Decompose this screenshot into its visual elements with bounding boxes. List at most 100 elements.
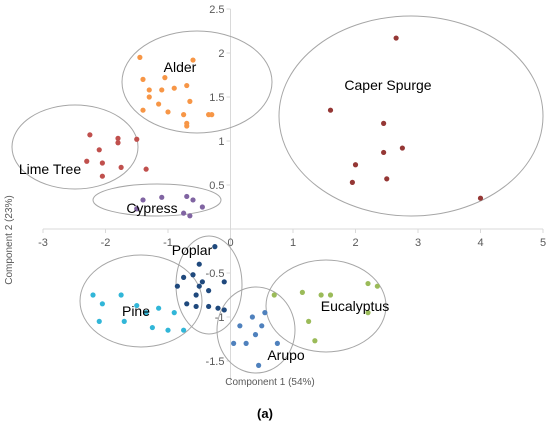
- point-poplar: [196, 283, 202, 289]
- point-pine: [149, 324, 155, 331]
- point-poplar: [193, 292, 199, 298]
- point-alder: [146, 94, 152, 100]
- point-poplar: [181, 274, 187, 280]
- x-tick-label: -2: [101, 237, 111, 249]
- cluster-ellipse-arupo: [216, 286, 296, 374]
- point-alder: [184, 123, 190, 129]
- point-eucalyptus: [318, 292, 324, 298]
- x-axis-title: Component 1 (54%): [225, 377, 315, 388]
- point-arupo: [243, 340, 249, 346]
- point-alder: [162, 75, 168, 81]
- point-pine: [181, 327, 187, 333]
- point-arupo: [274, 340, 280, 346]
- figure-caption: (a): [257, 406, 273, 421]
- point-lime-tree: [99, 173, 105, 179]
- point-alder: [140, 76, 146, 82]
- point-lime-tree: [84, 158, 90, 164]
- point-alder: [171, 85, 177, 91]
- point-arupo: [237, 323, 243, 329]
- point-caper-spurge: [393, 35, 399, 41]
- point-cypress: [184, 193, 190, 200]
- point-poplar: [212, 244, 218, 250]
- point-alder: [137, 54, 143, 61]
- point-poplar: [215, 305, 221, 311]
- point-cypress: [134, 206, 140, 212]
- point-lime-tree: [87, 132, 93, 138]
- point-arupo: [249, 314, 255, 320]
- point-poplar: [221, 307, 227, 313]
- point-caper-spurge: [349, 179, 355, 185]
- point-arupo: [252, 332, 259, 338]
- y-tick-label: -0.5: [206, 268, 225, 280]
- point-pine: [99, 301, 105, 307]
- label-poplar: Poplar: [172, 242, 213, 258]
- label-eucalyptus: Eucalyptus: [321, 298, 389, 314]
- point-pine: [156, 305, 162, 311]
- point-lime-tree: [99, 160, 105, 166]
- point-cypress: [190, 197, 196, 203]
- y-axis-title: Component 2 (23%): [4, 195, 15, 285]
- label-pine: Pine: [122, 303, 150, 319]
- point-cypress: [159, 194, 165, 200]
- point-caper-spurge: [381, 120, 387, 126]
- point-pine: [118, 292, 124, 298]
- point-caper-spurge: [381, 149, 387, 156]
- point-alder: [156, 101, 162, 107]
- point-caper-spurge: [399, 145, 405, 151]
- point-lime-tree: [96, 147, 102, 153]
- point-cypress: [199, 204, 205, 210]
- data-points: [84, 35, 484, 368]
- point-pine: [90, 292, 96, 298]
- point-caper-spurge: [384, 176, 390, 182]
- label-lime-tree: Lime Tree: [19, 161, 81, 177]
- point-arupo: [259, 323, 265, 329]
- point-alder: [187, 98, 193, 104]
- cluster-ellipse-alder: [121, 30, 273, 134]
- point-poplar: [174, 283, 180, 289]
- point-eucalyptus: [327, 292, 334, 298]
- point-alder: [146, 87, 152, 93]
- point-lime-tree: [134, 136, 140, 142]
- point-eucalyptus: [365, 310, 371, 316]
- label-alder: Alder: [164, 59, 197, 75]
- point-alder: [209, 112, 215, 118]
- point-poplar: [184, 301, 190, 307]
- point-lime-tree: [115, 140, 121, 146]
- point-caper-spurge: [327, 107, 334, 113]
- point-alder: [184, 82, 190, 89]
- point-cypress: [181, 210, 187, 216]
- cluster-ellipse-eucalyptus: [265, 259, 387, 353]
- point-caper-spurge: [352, 162, 359, 168]
- point-poplar: [199, 279, 205, 285]
- x-tick-label: 2: [352, 237, 358, 249]
- point-cypress: [140, 197, 146, 203]
- point-lime-tree: [143, 166, 149, 172]
- y-tick-label: 2: [218, 48, 224, 60]
- point-pine: [134, 302, 140, 309]
- cluster-ellipse-caper-spurge: [278, 15, 544, 217]
- point-poplar: [190, 272, 196, 278]
- x-tick-label: 5: [540, 237, 546, 249]
- point-poplar: [196, 261, 202, 267]
- point-cypress: [187, 213, 193, 219]
- point-pine: [143, 310, 149, 316]
- point-arupo: [231, 340, 237, 346]
- x-tick-label: 0: [227, 237, 233, 249]
- y-tick-label: -1: [215, 312, 225, 324]
- point-caper-spurge: [477, 195, 484, 201]
- point-alder: [165, 109, 171, 115]
- point-poplar: [193, 303, 199, 310]
- cluster-ellipse-pine: [79, 254, 203, 348]
- cluster-ellipse-lime-tree: [11, 104, 139, 190]
- point-poplar: [206, 303, 212, 310]
- point-eucalyptus: [365, 280, 371, 287]
- x-tick-label: -1: [163, 237, 173, 249]
- y-tick-label: 1.5: [209, 92, 224, 104]
- point-pine: [171, 310, 177, 316]
- point-eucalyptus: [299, 289, 305, 295]
- point-alder: [140, 107, 146, 113]
- point-poplar: [221, 279, 227, 285]
- point-arupo: [262, 310, 268, 316]
- label-caper-spurge: Caper Spurge: [344, 77, 431, 93]
- point-lime-tree: [118, 164, 124, 170]
